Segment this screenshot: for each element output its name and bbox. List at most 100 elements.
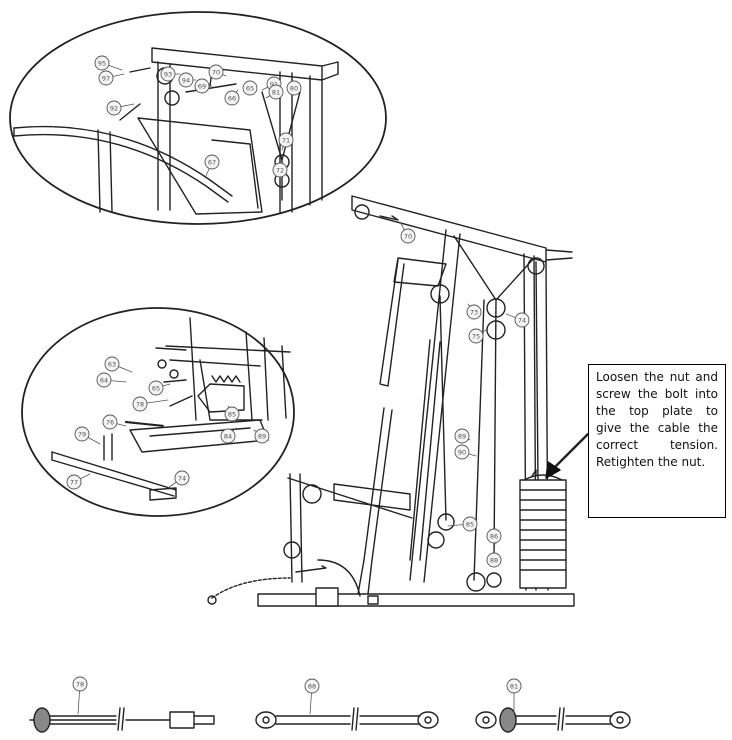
callout-65: 65 [148,380,171,396]
main-machine [207,195,575,607]
callout-number: 78 [136,400,144,408]
callout-94: 94 [178,72,197,88]
callout-number: 79 [78,430,86,438]
callout-number: 81 [272,88,280,96]
callout-number: 75 [472,332,480,340]
callout-number: 66 [228,94,236,102]
callout-number: 73 [470,308,478,316]
callout-78: 78 [72,676,88,715]
callout-circle [254,428,270,444]
callout-circle [160,66,176,82]
callout-number: 71 [282,136,290,144]
callout-number: 92 [110,104,118,112]
callout-number: 89 [458,432,466,440]
callout-66: 66 [224,89,240,106]
callout-circle [242,80,258,96]
callout-circle [272,162,288,178]
callout-number: 77 [70,478,78,486]
callout-71: 71 [278,132,294,151]
callout-number: 81 [510,682,518,690]
callout-circle [462,516,478,532]
callout-80: 80 [286,80,302,96]
callout-number: 65 [246,84,254,92]
callout-85: 85 [447,516,478,532]
callout-circle [220,428,236,444]
callout-number: 90 [458,448,466,456]
callout-88: 88 [304,678,320,715]
callout-74: 74 [167,470,190,489]
callout-circle [132,396,148,412]
callout-number: 76 [106,418,114,426]
callout-circle [486,552,502,568]
cable-callouts: 78 88 81 [72,676,522,715]
callout-74: 74 [505,312,530,328]
callout-number: 63 [108,360,116,368]
callout-number: 70 [212,68,220,76]
callout-69: 69 [194,78,213,94]
callout-circle [148,380,164,396]
callout-number: 88 [490,556,498,564]
callout-circle [194,78,210,94]
callout-number: 85 [228,410,236,418]
callout-72: 72 [272,162,288,178]
callout-circle [74,426,90,442]
callout-79: 79 [74,426,101,445]
callout-63: 63 [104,356,133,373]
callout-64: 64 [96,372,127,388]
callout-circle [178,72,194,88]
callout-92: 92 [106,100,135,116]
callout-circle [96,372,112,388]
callout-number: 89 [258,432,266,440]
cable-81-diagram [475,707,631,733]
callout-84: 84 [220,427,237,444]
callout-65: 65 [242,80,258,96]
callout-circle [94,55,110,71]
callout-circle [208,64,224,80]
top-detail-view [9,11,387,225]
callout-77: 77 [66,473,91,490]
callout-70: 70 [399,221,416,244]
callout-circle [204,154,220,170]
callout-number: 88 [308,682,316,690]
callout-number: 67 [208,158,216,166]
callout-circle [98,70,114,86]
callout-circle [72,676,88,692]
callout-93: 93 [160,66,181,82]
callout-75: 75 [468,328,487,344]
callout-number: 97 [102,74,110,82]
callout-number: 69 [198,82,206,90]
note-pointer-arrow [545,432,590,479]
callout-number: 64 [100,376,108,384]
callout-circle [268,84,284,100]
callout-number: 78 [76,680,84,688]
callout-circle [224,90,240,106]
callout-81: 81 [265,84,284,100]
callout-number: 84 [224,432,232,440]
callout-circle [106,100,122,116]
callout-circle [506,678,522,694]
callout-circle [286,80,302,96]
callout-circle [466,304,482,320]
callout-70: 70 [208,64,227,80]
tension-instruction-note: Loosen the nut and screw the bolt into t… [588,364,726,518]
callout-circle [174,470,190,486]
callout-67: 67 [204,154,220,177]
callout-number: 85 [466,520,474,528]
callout-circle [454,428,470,444]
callout-number: 86 [490,532,498,540]
callout-90: 90 [454,444,477,460]
cable-78-diagram [29,707,215,733]
callout-86: 86 [486,528,502,545]
callout-circle [66,474,82,490]
callout-circle [224,406,240,422]
main-callouts: 70 73 74 75 89 90 85 86 88 [399,221,530,568]
callout-78: 78 [132,396,169,412]
callout-89: 89 [454,428,471,444]
callout-number: 93 [164,70,172,78]
callout-number: 65 [152,384,160,392]
callout-88: 88 [486,552,502,568]
callout-circle [468,328,484,344]
